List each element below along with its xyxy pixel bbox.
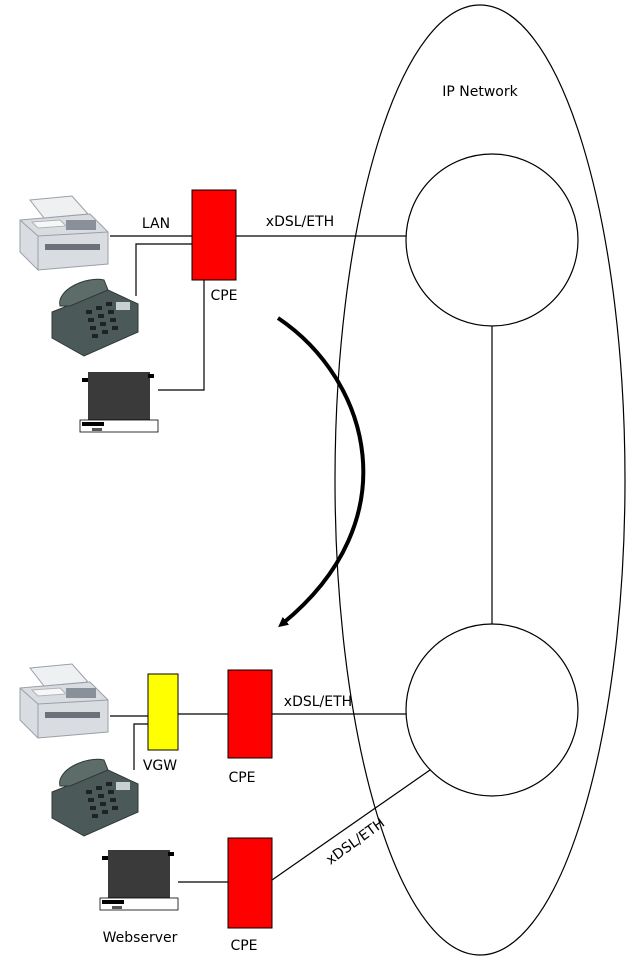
ip-network-label: IP Network <box>442 84 518 100</box>
computer-icon <box>79 371 159 433</box>
webserver-label: Webserver <box>103 930 178 946</box>
lan-label: LAN <box>142 216 170 232</box>
bottom-cpe-box <box>227 669 273 759</box>
vgw-label: VGW <box>143 758 177 774</box>
desk-phone-icon <box>51 278 139 357</box>
fax-machine-icon <box>19 663 109 739</box>
webserver-uplink <box>271 769 431 881</box>
computer-icon <box>99 849 179 911</box>
desk-phone-icon <box>51 758 139 837</box>
phone-to-vgw-link <box>133 723 148 770</box>
top-network-node <box>405 153 579 327</box>
top-uplink-label: xDSL/ETH <box>266 214 334 230</box>
fax-machine-icon <box>19 195 109 271</box>
vgw-box <box>147 673 179 751</box>
bottom-cpe-label: CPE <box>228 770 255 786</box>
webserver-cpe-label: CPE <box>230 938 257 954</box>
migration-arrow <box>276 316 366 628</box>
top-cpe-label: CPE <box>210 288 237 304</box>
webserver-cpe-box <box>227 837 273 929</box>
webserver-uplink-label: xDSL/ETH <box>323 815 388 868</box>
lan-link-phone <box>135 243 192 296</box>
top-cpe-box <box>191 189 237 281</box>
lan-link-computer <box>158 280 205 391</box>
ip-network-boundary <box>334 4 626 956</box>
bottom-uplink-label: xDSL/ETH <box>284 694 352 710</box>
bottom-network-node <box>405 623 579 797</box>
